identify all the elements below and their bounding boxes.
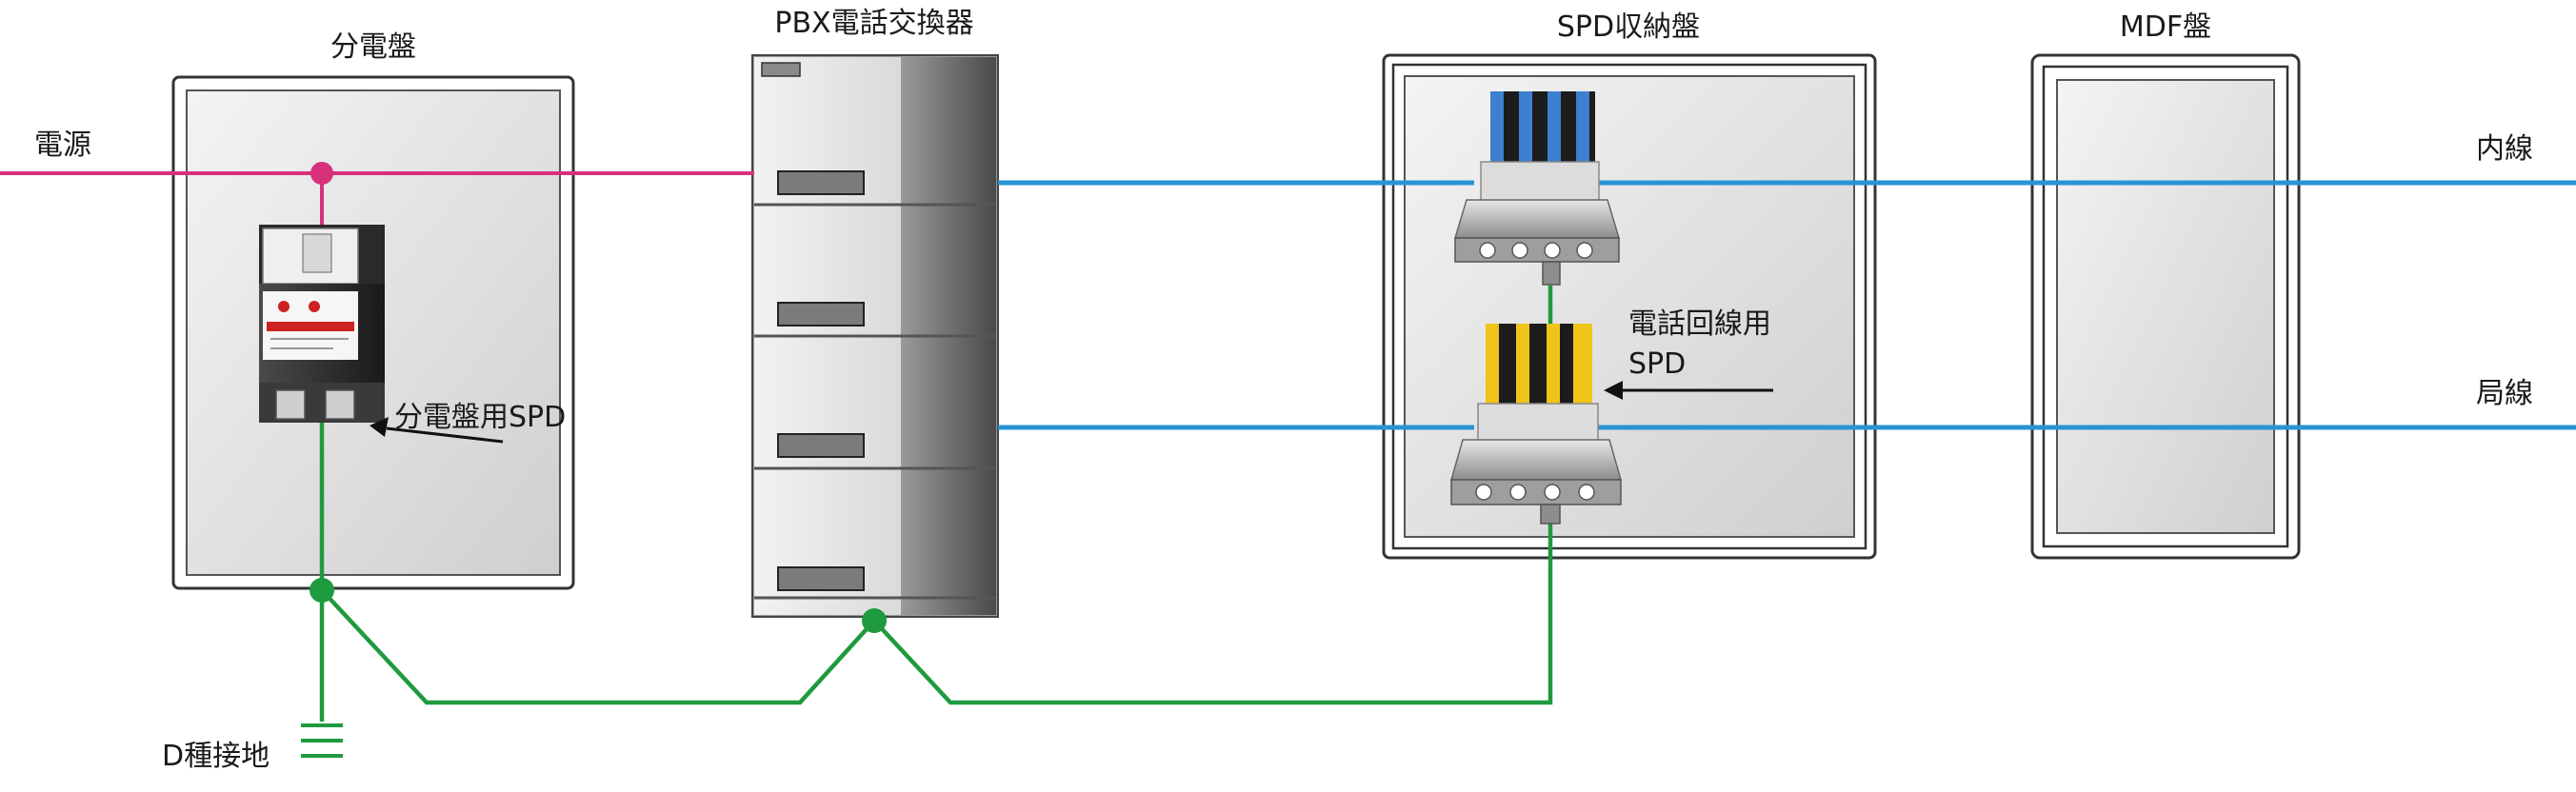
telephone-spd-label-line2: SPD xyxy=(1628,347,1687,381)
external-line-label: 局線 xyxy=(2476,377,2533,410)
internal-line-label: 内線 xyxy=(2476,132,2533,166)
power-junction-dot xyxy=(310,162,333,185)
arrow-left-icon xyxy=(1604,381,1773,400)
ground-label: D種接地 xyxy=(162,740,270,773)
telephone-spd-label-line1: 電話回線用 xyxy=(1628,307,1771,341)
distribution-board-title: 分電盤 xyxy=(330,30,416,64)
power-source-label: 電源 xyxy=(34,129,91,162)
board-spd-label: 分電盤用SPD xyxy=(394,401,567,434)
ground-junction-pbx xyxy=(862,608,887,633)
arrow-left-icon xyxy=(369,417,504,444)
internal-line-spd-module xyxy=(1453,91,1621,286)
earth-ground-icon xyxy=(301,723,343,758)
ground-junction-board xyxy=(310,578,334,603)
mdf-title: MDF盤 xyxy=(2119,10,2212,44)
spd-cabinet-title: SPD収納盤 xyxy=(1556,10,1701,44)
telephone-lines xyxy=(998,180,2576,430)
telephone-spd-module xyxy=(1450,324,1622,525)
ground-wiring xyxy=(310,286,1553,722)
power-line xyxy=(0,162,754,227)
pbx-title: PBX電話交換器 xyxy=(774,7,974,40)
mdf-cabinet xyxy=(2030,53,2301,560)
board-spd-device xyxy=(259,225,385,423)
pbx-unit xyxy=(751,54,999,618)
